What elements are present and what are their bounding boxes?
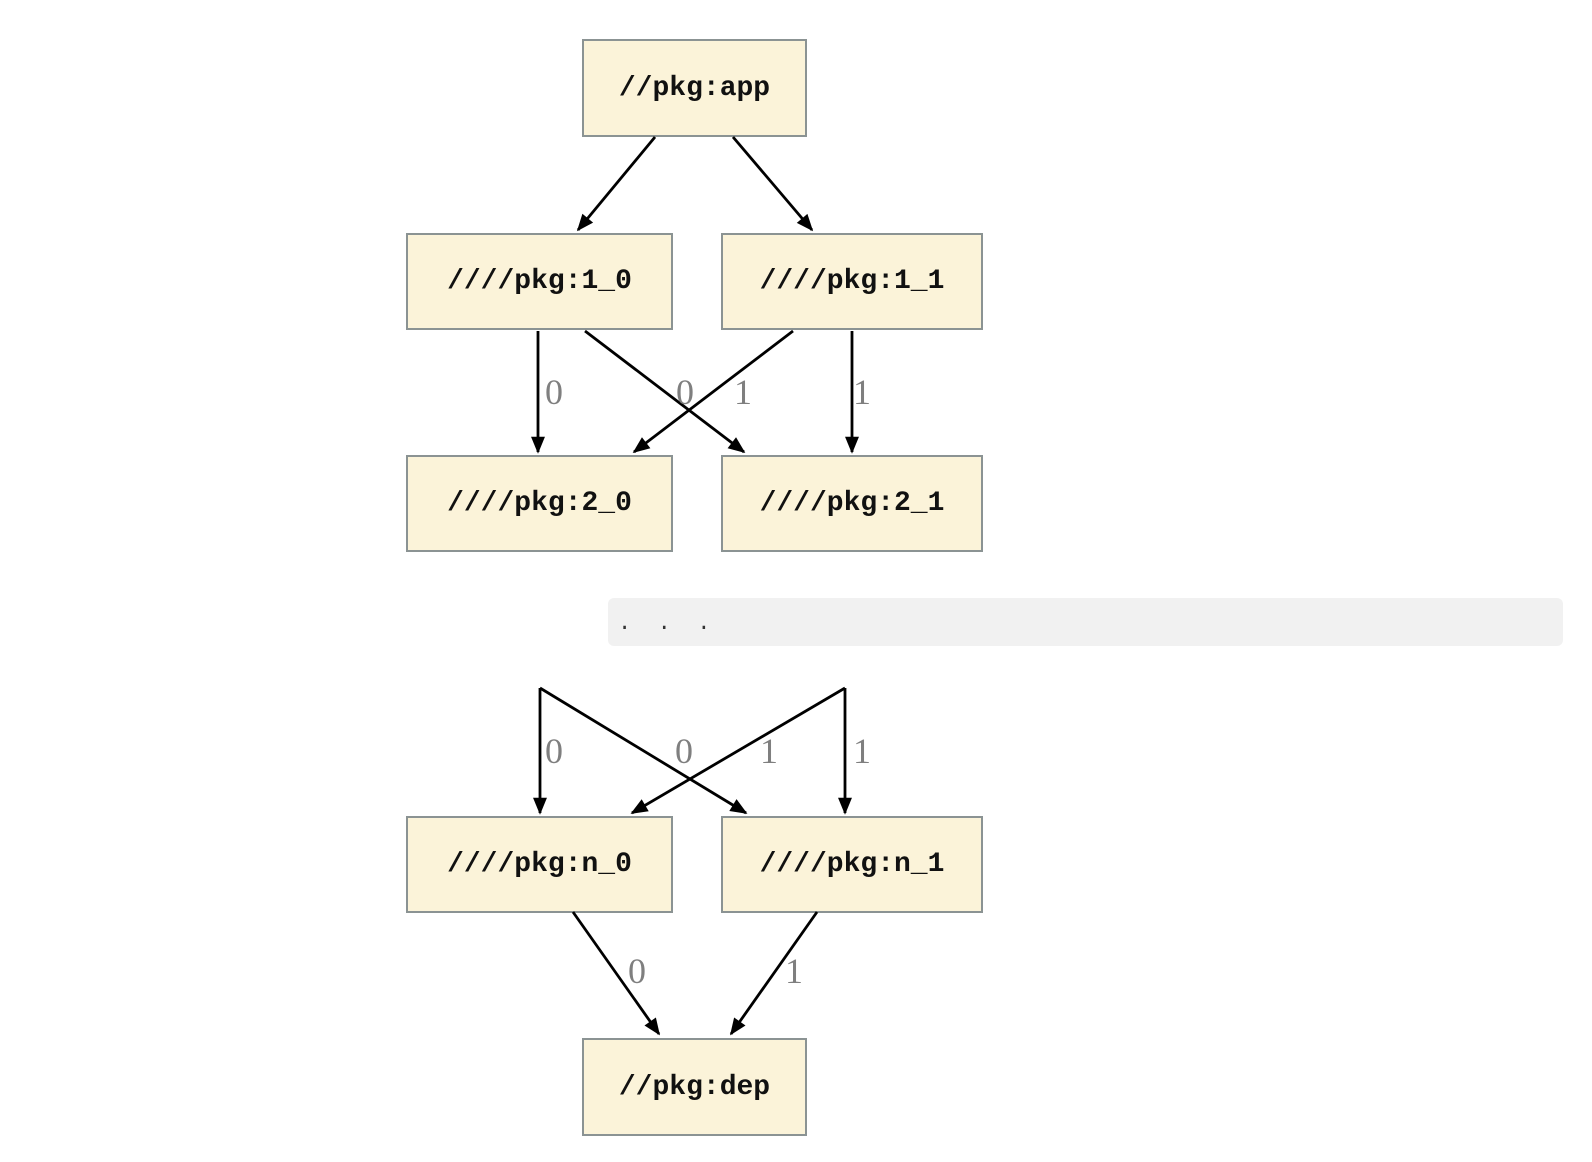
edge-label-prev-1-to-n-0: 1	[760, 731, 778, 771]
edge-prev-0-to-n-1	[539, 686, 748, 815]
edge-1-1-to-2-0	[632, 329, 794, 454]
node-pkg-1-0: ////pkg:1_0	[406, 233, 673, 330]
edge-label-prev-1-to-n-1: 1	[853, 731, 871, 771]
edge-n-0-to-dep	[571, 911, 661, 1036]
node-pkg-dep: //pkg:dep	[582, 1038, 807, 1136]
node-pkg-n-1: ////pkg:n_1	[721, 816, 983, 913]
node-pkg-2-0: ////pkg:2_0	[406, 455, 673, 552]
ellipsis-bar: . . .	[608, 598, 1563, 646]
edge-label-n-1-to-dep: 1	[785, 951, 803, 991]
edge-label-1-1-to-2-0: 1	[734, 372, 752, 412]
node-pkg-app: //pkg:app	[582, 39, 807, 137]
node-pkg-n-0: ////pkg:n_0	[406, 816, 673, 913]
edge-app-to-1-1	[731, 136, 814, 232]
node-pkg-2-1: ////pkg:2_1	[721, 455, 983, 552]
node-pkg-1-1: ////pkg:1_1	[721, 233, 983, 330]
edge-label-1-1-to-2-1: 1	[853, 372, 871, 412]
edge-label-1-0-to-2-1: 0	[676, 372, 694, 412]
edge-n-1-to-dep	[729, 911, 819, 1036]
edge-label-prev-0-to-n-0: 0	[545, 731, 563, 771]
edge-label-prev-0-to-n-1: 0	[675, 731, 693, 771]
edge-app-to-1-0	[576, 136, 657, 232]
edge-1-0-to-2-1	[584, 329, 746, 454]
ellipsis-text: . . .	[618, 611, 711, 636]
edge-label-1-0-to-2-0: 0	[545, 372, 563, 412]
edge-prev-1-to-n-0	[630, 686, 846, 815]
edge-label-n-0-to-dep: 0	[628, 951, 646, 991]
